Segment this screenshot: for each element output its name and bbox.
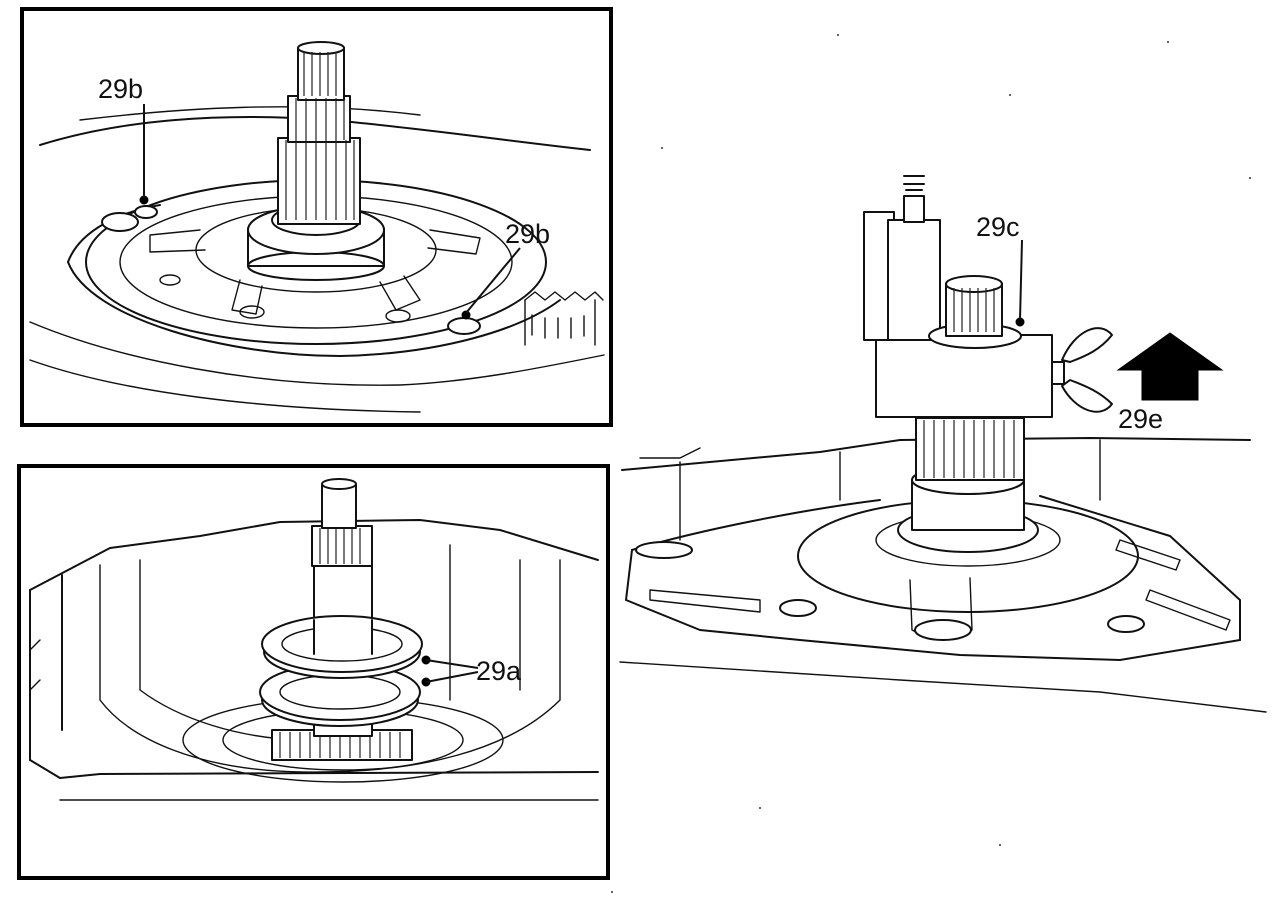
- shaft-right: [897, 417, 1039, 553]
- housing-right: [619, 437, 1267, 713]
- wing-nut: [1051, 327, 1113, 413]
- callout-spacers: 29a: [476, 656, 522, 686]
- callout-wing-nut: 29e: [1118, 404, 1163, 434]
- callout-puller: 29c: [976, 212, 1020, 242]
- panel-frame-bottom-left: [17, 464, 610, 880]
- leader-puller: [1019, 239, 1023, 321]
- shaft-top-left: [247, 41, 385, 281]
- spacer-rings: [259, 615, 431, 727]
- leader-bolt-right: [465, 247, 521, 314]
- panel-bottom-left: 29a: [17, 464, 610, 880]
- callout-bolt-left: 29b: [98, 74, 143, 104]
- puller-tool: [863, 175, 1053, 418]
- bolt-left: [101, 195, 158, 232]
- panel-frame-top-left: [20, 7, 613, 427]
- scan-speckles: [611, 34, 1251, 893]
- panel-top-left: 29b 29b: [20, 7, 613, 427]
- panel-right: 29c 29e: [619, 175, 1267, 713]
- callout-bolt-right: 29b: [505, 219, 550, 249]
- pull-direction-arrow-icon: [1116, 332, 1224, 401]
- bolt-right: [447, 310, 481, 335]
- leader-spacers: [425, 659, 479, 683]
